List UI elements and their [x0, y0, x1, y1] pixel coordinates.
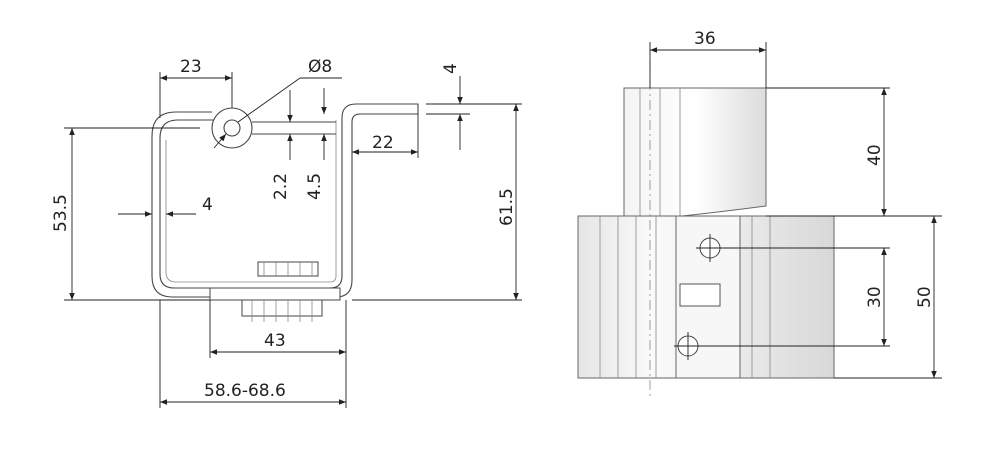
- dim-40: 40: [865, 144, 885, 166]
- hinge-bottom-lines: [251, 300, 313, 322]
- dim-61-5: 61.5: [497, 188, 517, 226]
- dim-53-5: 53.5: [51, 194, 71, 232]
- dim-50: 50: [915, 286, 935, 308]
- dim-22: 22: [372, 133, 394, 153]
- pivot-hole: [223, 119, 241, 137]
- dim-4-5: 4.5: [305, 173, 325, 200]
- dim-2-2: 2.2: [271, 173, 291, 200]
- hinge-knuckles-bottom: [241, 299, 323, 317]
- bracket-outline-inner: [165, 120, 337, 283]
- dim-4-top: 4: [441, 63, 461, 74]
- dim-43: 43: [264, 331, 286, 351]
- hinge-plate: [209, 287, 341, 301]
- side-view: 36 40 30 50: [577, 29, 942, 400]
- dim-4-side: 4: [202, 195, 213, 215]
- dim-dia-8: Ø8: [308, 57, 332, 77]
- front-view: 23 Ø8 4 22 2.2 4.5 53.5 4 61.5: [51, 57, 522, 408]
- hinge-knuckle-lines: [263, 262, 313, 276]
- bracket-outline-outer: [151, 103, 419, 298]
- adjust-slot: [679, 283, 721, 307]
- upper-leaf: [623, 87, 767, 217]
- pivot-tab: [252, 121, 336, 135]
- dim-23: 23: [180, 57, 202, 77]
- dim-58-6-68-6: 58.6-68.6: [204, 381, 286, 401]
- dim-36: 36: [694, 29, 716, 49]
- dim-30: 30: [865, 286, 885, 308]
